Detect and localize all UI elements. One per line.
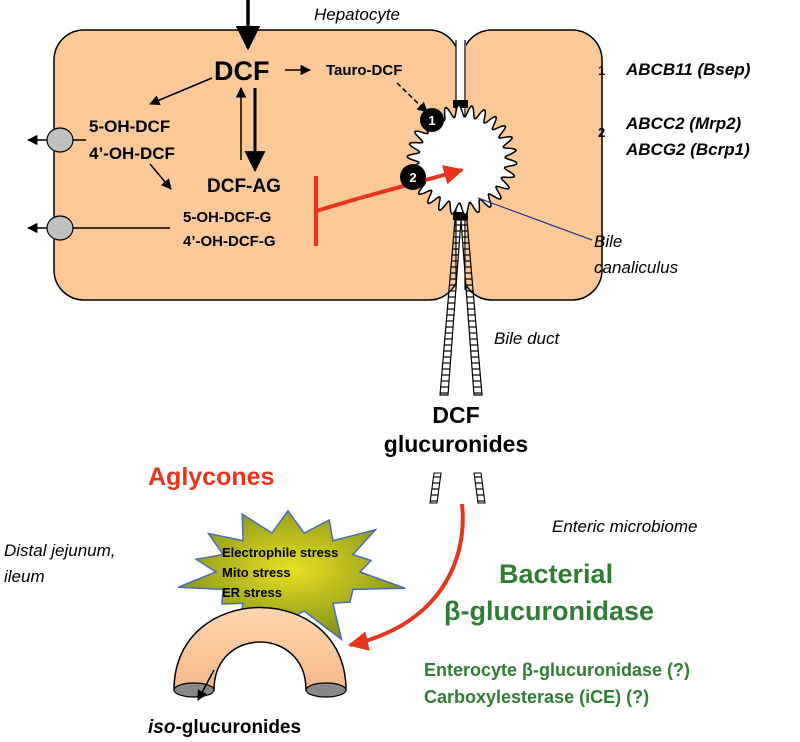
transporter-2-marker-label: 2 [409,170,416,185]
bile-duct-label: Bile duct [494,329,560,348]
tauro-dcf-label: Tauro-DCF [326,62,402,79]
region-label-1: Distal jejunum, [4,541,116,560]
bile-canaliculus-label-2: canaliculus [594,258,679,277]
transporter-2-marker [400,164,426,190]
oh-metabolite-2: 4’-OH-DCF [89,144,175,163]
bacterial-line1: Bacterial [499,559,613,589]
dcf-glucuronides-line2: glucuronides [384,431,528,457]
region-label-2: ileum [4,567,45,586]
gut-lumen-ladders [429,472,486,504]
aglycones-label: Aglycones [148,463,274,491]
hepatocyte-label: Hepatocyte [314,5,400,24]
hydrolysis-arrow [348,503,465,651]
tight-junction-top [453,100,468,108]
legend-number-1: 1 [598,63,605,78]
oh-metabolite-1: 5-OH-DCF [89,117,170,136]
oh-glucuronide-2: 4’-OH-DCF-G [183,233,276,250]
legend-number-2: 2 [598,125,605,140]
bacterial-line2: β-glucuronidase [444,596,654,626]
legend-abcc2: ABCC2 (Mrp2) [625,114,742,133]
transporter-1-marker-label: 1 [428,113,435,128]
tauro-to-transporter-arrow [396,82,428,113]
bile-canaliculus-label-1: Bile [594,232,622,251]
iso-suffix: -glucuronides [175,717,301,738]
oh-to-glucuronide-arrow [149,163,172,190]
dcf-label: DCF [214,56,270,86]
dcf-ag-label: DCF-AG [207,176,281,197]
enterocyte-enzyme-2: Carboxylesterase (iCE) (?) [424,687,649,707]
intestine-tube [173,606,347,698]
iso-prefix: iso [148,717,175,738]
enterocyte-enzyme-1: Enterocyte β-glucuronidase (?) [424,660,690,680]
transporter-1-marker [420,108,444,132]
oh-glucuronide-1: 5-OH-DCF-G [183,209,271,226]
dcf-glucuronides-line1: DCF [432,402,479,428]
stress-mito: Mito stress [222,565,291,580]
bile-canaliculus-shape [406,104,518,216]
bile-duct [439,219,483,396]
canaliculus-pointer-line [477,197,593,241]
legend-abcb11: ABCB11 (Bsep) [625,60,751,79]
basolateral-transporter-1 [46,127,74,153]
microbiome-label: Enteric microbiome [552,517,698,536]
stress-er: ER stress [222,585,282,600]
basolateral-transporter-2 [46,215,74,241]
legend-abcg2: ABCG2 (Bcrp1) [625,140,750,159]
dcf-to-oh-arrow [149,77,213,106]
iso-glucuronides-label: iso-glucuronides [148,717,301,738]
inhibition-line [315,196,361,213]
iso-glucuronide-arrow [197,669,215,701]
tight-junction-bottom [453,212,468,220]
stress-electrophile: Electrophile stress [222,545,338,560]
